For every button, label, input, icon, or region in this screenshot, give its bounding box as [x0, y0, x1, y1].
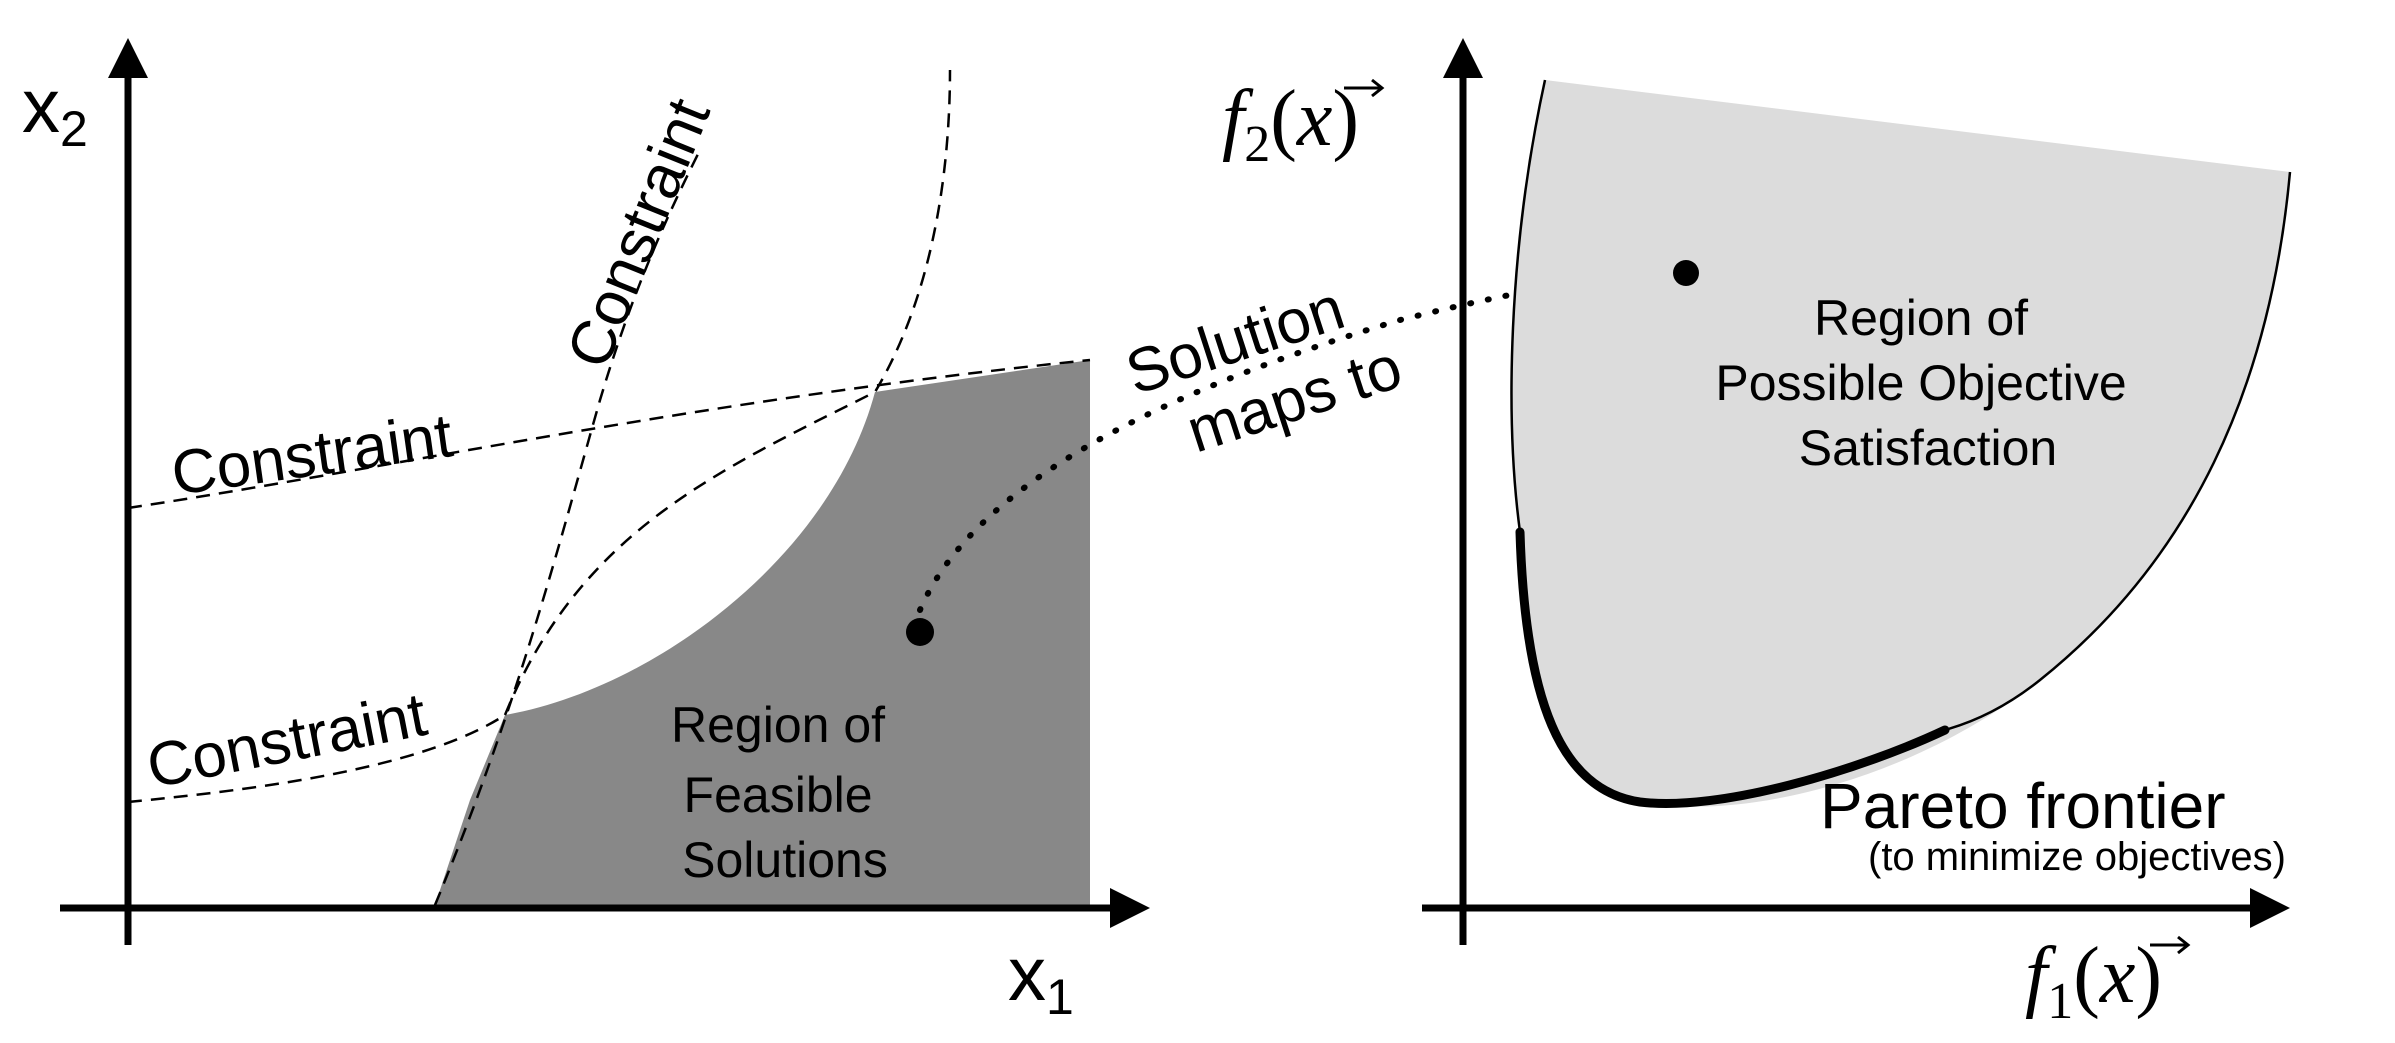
left-y-axis-arrowhead [108, 38, 148, 78]
objective-region-label-line1: Region of [1814, 290, 2028, 346]
feasible-region-label-line2: Feasible [684, 767, 873, 823]
right-x-axis-sub: 1 [2047, 973, 2073, 1030]
right-y-axis-arg: x [1296, 75, 1333, 163]
svg-text:f2(x): f2(x) [1222, 75, 1359, 173]
left-y-axis-sub: 2 [60, 101, 88, 157]
right-y-axis-vector-arrow [1344, 78, 1385, 98]
objective-region [1511, 80, 2290, 807]
constraint-curve-steep [503, 69, 952, 716]
svg-text:f1(x): f1(x) [2025, 932, 2162, 1030]
mapping-arrow [917, 266, 1678, 613]
right-x-axis-arrowhead [2250, 888, 2290, 928]
right-y-axis-label: f2(x) [1222, 75, 1385, 173]
right-y-axis-arrowhead [1443, 38, 1483, 78]
feasible-region-label: Region of Feasible Solutions [671, 697, 899, 888]
objective-region-label: Region of Possible Objective Satisfactio… [1715, 290, 2140, 476]
right-x-axis-label: f1(x) [2025, 932, 2191, 1030]
left-y-axis-label: x2 [22, 64, 88, 157]
feasible-region-label-line3: Solutions [682, 832, 888, 888]
left-x-axis-var: x [1008, 932, 1046, 1017]
left-panel: x2 x1 Constraint Constraint Constraint R… [22, 38, 1150, 1025]
solution-point [906, 618, 934, 646]
feasible-region-label-line1: Region of [671, 697, 885, 753]
constraint-curve-diagonal [433, 149, 702, 906]
pareto-frontier-curve [1515, 527, 1950, 808]
constraint-curve-bottom [127, 713, 506, 804]
constraint-label-vertical: Constraint [554, 89, 724, 377]
objective-region-left-boundary [1510, 79, 1547, 533]
right-panel: f2(x) f1(x) Region of Possible Objective… [1222, 38, 2292, 1030]
pareto-frontier-title: Pareto frontier [1820, 770, 2226, 842]
constraint-label-bottom: Constraint [142, 680, 433, 802]
left-x-axis-arrowhead [1110, 888, 1150, 928]
right-x-axis-arg: x [2099, 932, 2136, 1020]
constraint-curve-top [127, 358, 1091, 510]
right-y-axis-sub: 2 [1244, 116, 1270, 173]
constraint-label-top: Constraint [167, 401, 456, 509]
mapping-label: Solution maps to [1118, 262, 1410, 479]
pareto-frontier-note: (to minimize objectives) [1868, 835, 2286, 879]
feasible-region [435, 360, 1090, 905]
objective-region-label-line2: Possible Objective [1715, 355, 2126, 411]
left-x-axis-label: x1 [1008, 932, 1074, 1025]
objective-region-right-boundary [1944, 171, 2292, 732]
right-x-axis-vector-arrow [2150, 935, 2191, 955]
left-x-axis-sub: 1 [1046, 969, 1074, 1025]
left-y-axis-var: x [22, 64, 60, 149]
objective-region-label-line3: Satisfaction [1799, 420, 2057, 476]
objective-point [1673, 260, 1699, 286]
